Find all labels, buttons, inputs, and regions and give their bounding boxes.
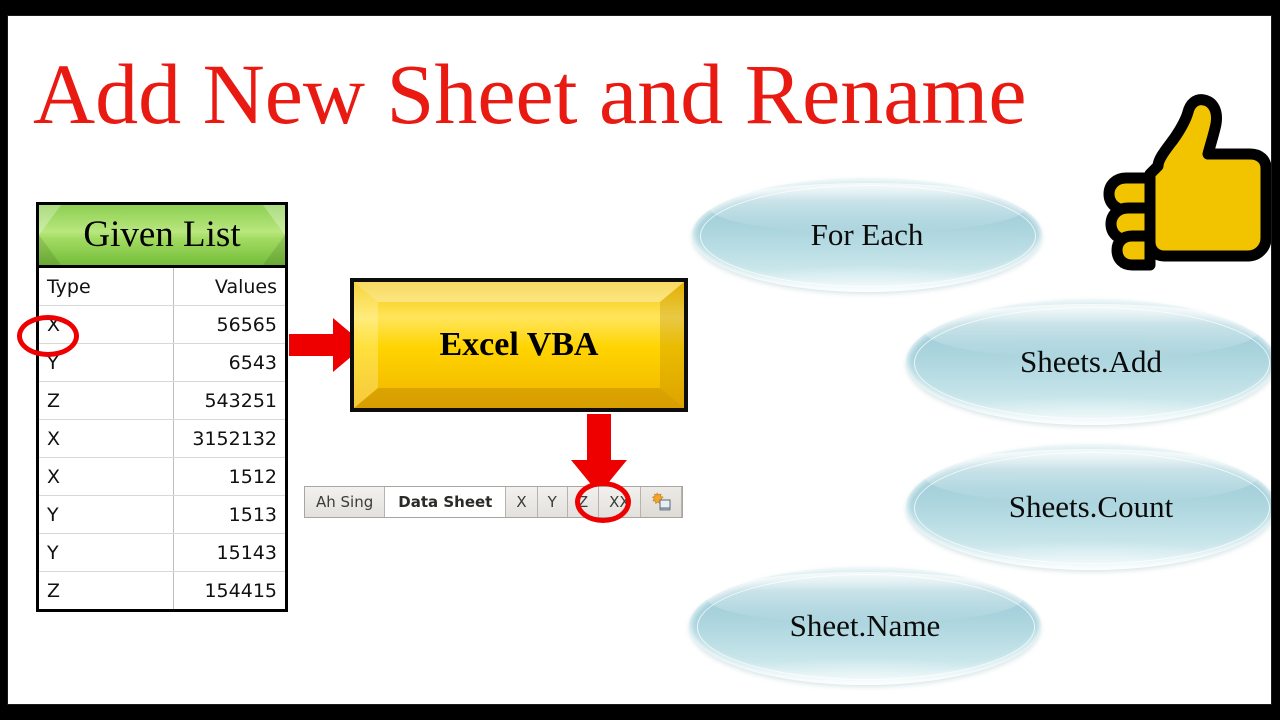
table-row[interactable]: Y 15143 xyxy=(39,533,285,572)
column-header-type: Type xyxy=(39,268,174,306)
bevel-left xyxy=(39,205,61,265)
page-title: Add New Sheet and Rename xyxy=(33,46,1027,142)
excel-vba-box: Excel VBA xyxy=(350,278,688,412)
table-row[interactable]: Y 6543 xyxy=(39,343,285,382)
insert-sheet-icon[interactable] xyxy=(640,487,682,517)
cell-type: X xyxy=(39,457,174,496)
keyword-label: Sheets.Count xyxy=(1008,489,1174,524)
sheet-tab-x[interactable]: X xyxy=(506,487,538,517)
cell-type: Z xyxy=(39,381,174,420)
cell-value: 56565 xyxy=(173,305,285,344)
table-row[interactable]: Z 154415 xyxy=(39,571,285,609)
bevel-right xyxy=(263,205,285,265)
thumbs-up-icon xyxy=(1100,90,1271,274)
cell-type: X xyxy=(39,419,174,458)
keyword-label: Sheet.Name xyxy=(789,608,941,643)
given-list-panel: Given List Type Values X 56565 Y 6543 xyxy=(36,202,288,612)
table-row[interactable]: X 3152132 xyxy=(39,419,285,458)
cell-value: 154415 xyxy=(204,579,277,602)
arrow-down-icon xyxy=(569,414,629,494)
given-list-header: Given List xyxy=(36,202,288,268)
bevel-frame xyxy=(354,282,684,408)
keyword-oval-sheets-add[interactable]: Sheets.Add xyxy=(906,299,1271,425)
table-header-row: Type Values xyxy=(39,268,285,306)
given-list-table: Type Values X 56565 Y 6543 Z 543251 xyxy=(36,268,288,612)
cell-value: 3152132 xyxy=(173,419,285,458)
keyword-oval-sheets-count[interactable]: Sheets.Count xyxy=(906,444,1271,570)
cell-type: Y xyxy=(39,495,174,534)
arrow-right-icon xyxy=(289,316,365,374)
given-list-title: Given List xyxy=(83,214,241,255)
keyword-label: Sheets.Add xyxy=(1019,344,1163,379)
table-row[interactable]: Z 543251 xyxy=(39,381,285,420)
highlight-circle-tab-x xyxy=(575,481,631,523)
cell-value: 543251 xyxy=(173,381,285,420)
cell-value: 6543 xyxy=(173,343,285,382)
table-row[interactable]: Y 1513 xyxy=(39,495,285,534)
keyword-label: For Each xyxy=(810,217,924,252)
cell-type: Z xyxy=(39,571,174,609)
excel-vba-label: Excel VBA xyxy=(439,326,599,363)
cell-value: 1512 xyxy=(173,457,285,496)
highlight-circle-cell-x xyxy=(17,315,79,357)
cell-value: 1513 xyxy=(173,495,285,534)
column-header-values: Values xyxy=(173,268,285,306)
keyword-oval-sheet-name[interactable]: Sheet.Name xyxy=(689,567,1041,685)
cell-value: 15143 xyxy=(173,533,285,572)
table-row[interactable]: X 1512 xyxy=(39,457,285,496)
sheet-tab-data-sheet[interactable]: Data Sheet xyxy=(385,487,507,517)
cell-type: Y xyxy=(39,533,174,572)
keyword-oval-for-each[interactable]: For Each xyxy=(692,178,1042,292)
sheet-tab-y[interactable]: Y xyxy=(537,487,568,517)
slide-canvas: Add New Sheet and Rename Given List xyxy=(7,15,1272,705)
sheet-tab-ah-sing[interactable]: Ah Sing xyxy=(305,487,386,517)
